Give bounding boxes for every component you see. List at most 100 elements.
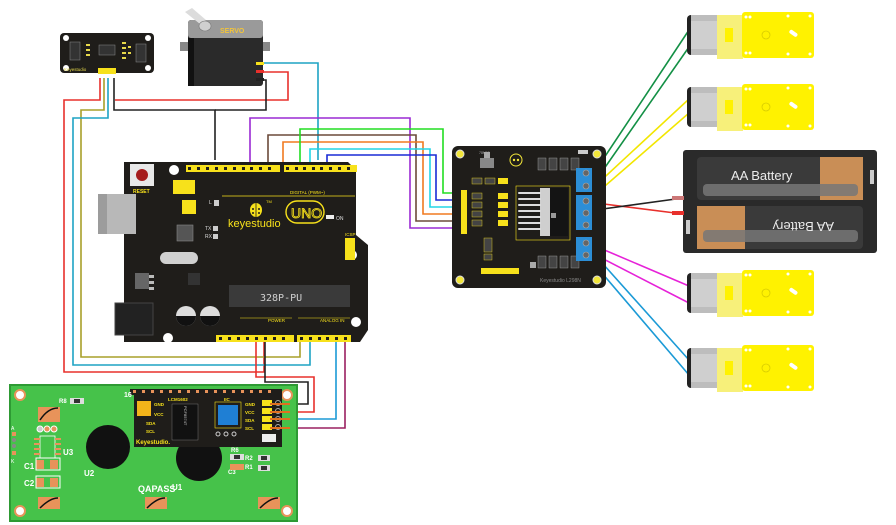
battery-cell-bottom: AA Battery <box>697 206 863 249</box>
i2c-backpack: GND VCC SDA SCL LCM1602 PCF8574T IIC Key… <box>134 395 282 447</box>
contrast-pot[interactable] <box>218 405 238 425</box>
mount-hole <box>455 149 465 159</box>
wire-d2-in2 <box>326 154 462 201</box>
ref-c1: C1 <box>24 462 35 471</box>
ref-r6: R6 <box>231 448 239 454</box>
lcm1602-label: LCM1602 <box>168 397 188 402</box>
ladybug-logo-icon <box>250 203 262 217</box>
keyestudio-logo: keyestudio <box>228 218 281 230</box>
analog-label: ANALOG IN <box>320 318 345 323</box>
l298n-motor-driver[interactable]: 78M05 <box>452 146 606 288</box>
gearbox <box>742 12 814 58</box>
i2c-sda-label: SDA <box>245 418 255 423</box>
regulator-label: 78M05 <box>479 151 490 155</box>
pcf8574-chip <box>171 403 199 441</box>
jumper-gnd-label: GND <box>154 402 165 407</box>
i2c-scl-label: SCL <box>245 426 254 431</box>
battery-label: AA Battery <box>772 219 834 234</box>
shaft <box>789 101 798 109</box>
mount-hole <box>351 317 361 327</box>
wire-motor2-b <box>597 112 690 193</box>
led-rx-label: RX <box>205 234 213 240</box>
wire-servo-vcc <box>115 71 289 101</box>
wire-d9-in4 <box>267 134 462 222</box>
backpack-brand: Keyestudio. <box>136 440 170 446</box>
ref-u2: U2 <box>84 469 95 478</box>
i2c-pin-header <box>262 400 272 430</box>
wire-ultrasonic-vcc <box>63 78 265 373</box>
mount-hole <box>281 389 293 401</box>
icsp-header <box>345 238 355 260</box>
icsp-label: ICSP <box>345 232 356 237</box>
cob-chip-u2 <box>86 425 130 469</box>
ref-c2: C2 <box>24 479 35 488</box>
wire-ultrasonic-trig <box>80 78 301 358</box>
wires <box>63 29 690 429</box>
reset-label: RESET <box>133 189 150 195</box>
reset-button[interactable] <box>130 164 154 186</box>
gear-motor[interactable] <box>687 345 814 392</box>
mount-hole <box>145 65 151 71</box>
ref-c3: C3 <box>228 470 236 476</box>
terminal-power[interactable] <box>576 195 592 230</box>
gearbox <box>742 84 814 130</box>
mount-hole <box>281 505 293 517</box>
analog-header <box>297 335 351 342</box>
regulator <box>480 158 494 168</box>
crystal <box>160 252 198 264</box>
i2c-gnd-label: GND <box>245 402 256 407</box>
mcu-label: 328P-PU <box>260 293 302 304</box>
ref-a: A <box>11 426 15 432</box>
wire-a4-sda <box>290 340 337 420</box>
wire-d6-ena <box>299 128 462 194</box>
wire-motor1-b <box>591 46 690 187</box>
mount-hole <box>163 333 173 343</box>
wire-gnd-lcd-gnd <box>264 340 309 405</box>
battery-label: AA Battery <box>731 168 793 183</box>
lcd1602-module[interactable]: R8 U3 U2 U1 C1 C2 C3 R1 R2 R6 A K QAPASS… <box>9 384 298 522</box>
battery-cell-top: AA Battery <box>697 157 863 200</box>
terminal-motora[interactable] <box>576 168 592 192</box>
mount-hole <box>145 35 151 41</box>
ref-r8: R8 <box>59 399 67 405</box>
terminal-motorb[interactable] <box>576 237 592 261</box>
l298n-brand: Keyestudio L298N <box>540 278 581 284</box>
servo-motor[interactable]: SERVO <box>180 8 270 86</box>
qapass-label: QAPASS <box>138 484 175 494</box>
mcu-chip <box>229 285 350 307</box>
tm-mark: TM <box>266 199 272 204</box>
wire-servo-signal <box>262 62 319 160</box>
gearbox <box>742 345 814 391</box>
gear-motor[interactable] <box>687 12 814 59</box>
ref-k: K <box>11 459 15 465</box>
mount-hole <box>592 275 602 285</box>
wire-d7-in3 <box>282 141 462 215</box>
mount-hole <box>14 505 26 517</box>
servo-label: SERVO <box>220 28 245 35</box>
shaft <box>789 29 798 37</box>
battery-holder[interactable]: AA Battery AA Battery <box>672 150 877 253</box>
arduino-uno[interactable]: RESET DIGITAL (PWM~) TM keyestudio UNO <box>98 162 368 343</box>
jumper-scl-label: SCL <box>146 429 155 434</box>
iic-label: IIC <box>224 397 231 402</box>
ref-r2: R2 <box>245 456 253 462</box>
wire-ultrasonic-gnd <box>113 78 216 160</box>
led-l-label: L <box>209 200 212 206</box>
pin16-label: 16 <box>124 392 132 399</box>
gear-motor[interactable] <box>687 270 814 317</box>
dc-jack[interactable] <box>114 302 154 336</box>
jumper-sda-label: SDA <box>146 421 156 426</box>
l298n-jumper-header <box>481 268 519 274</box>
uno-logo: UNO <box>291 205 322 221</box>
backlight-jumper[interactable] <box>137 401 151 416</box>
digital-label: DIGITAL (PWM~) <box>290 190 325 195</box>
mount-hole <box>14 389 26 401</box>
gearbox <box>742 270 814 316</box>
ref-r1: R1 <box>245 465 253 471</box>
wire-motor2-a <box>593 98 690 188</box>
wire-5v-lcd-vcc <box>255 340 315 413</box>
ultrasonic-sensor[interactable]: Keyestudio <box>60 33 154 74</box>
power-label: POWER <box>268 318 286 323</box>
ref-u1: U1 <box>172 483 183 492</box>
gear-motor[interactable] <box>687 84 814 131</box>
